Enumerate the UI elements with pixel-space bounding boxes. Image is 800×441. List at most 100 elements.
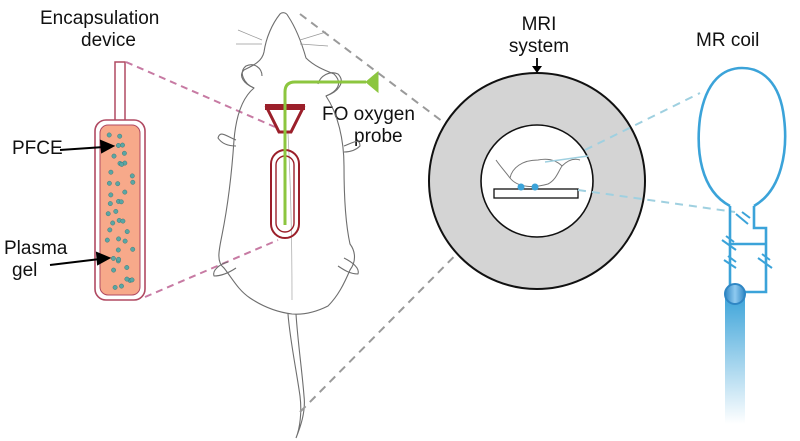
pfce-bead — [111, 255, 116, 261]
pfce-bead — [129, 277, 135, 283]
pfce-bead — [108, 169, 114, 175]
mouse-front-paw-right — [343, 140, 361, 153]
fo-probe-fiber — [283, 80, 366, 225]
pfce-bead — [124, 265, 130, 270]
mri-system-label: MRI system — [495, 14, 583, 58]
plasma-arrow — [49, 258, 101, 266]
pfce-bead — [105, 211, 111, 217]
mr-coil — [697, 66, 787, 294]
mouse-body-outline — [218, 12, 356, 315]
mri-label-arrowhead — [532, 66, 542, 73]
capacitor-1b — [741, 211, 751, 219]
pfce-bead — [104, 237, 110, 243]
mri-mouse-tail — [495, 159, 511, 179]
mouse-hind-paw-right — [337, 257, 359, 275]
mr-coil-circuit — [728, 206, 768, 294]
pfce-bead — [116, 143, 121, 148]
mr-coil-connector — [724, 283, 746, 305]
fo-probe-line2: probe — [354, 126, 403, 147]
mr-coil-capacitors — [721, 211, 773, 269]
plasma-line2: gel — [12, 260, 38, 281]
mri-coil-lead — [544, 155, 589, 163]
mouse-whiskers — [236, 29, 329, 47]
pfce-bead — [122, 238, 128, 244]
device-zoom-lines — [125, 61, 279, 298]
mouse-hind-paw-left — [213, 261, 237, 277]
fo-probe-line1: FO oxygen — [322, 104, 415, 125]
mri-bore-opening — [480, 124, 594, 238]
device-gel-fill — [99, 124, 141, 296]
coil-zoom-line-top — [584, 92, 701, 151]
pfce-bead — [124, 229, 130, 235]
pfce-bead — [117, 133, 123, 139]
capacitor-4b — [761, 253, 771, 261]
pfce-bead — [122, 189, 128, 195]
pfce-bead — [116, 236, 122, 242]
pfce-bead — [119, 161, 125, 167]
pfce-bead — [120, 142, 125, 148]
mr-coil-loop — [697, 66, 787, 208]
pfce-bead — [111, 153, 117, 159]
pfce-bead — [108, 192, 114, 198]
fo-probe-label: FO oxygen probe — [322, 104, 415, 148]
coil-zoom-line-bottom — [577, 189, 736, 213]
pfce-bead — [116, 256, 122, 262]
coil-zoom-lines — [577, 92, 736, 213]
mouse-front-paw-left — [217, 133, 237, 147]
plasma-arrowhead — [95, 251, 112, 266]
label-arrows — [49, 139, 116, 266]
pfce-arrow — [59, 146, 105, 151]
plasma-gel-label: Plasma gel — [4, 238, 67, 282]
plasma-line1: Plasma — [4, 238, 68, 259]
mouse-left-ear — [241, 64, 263, 89]
mouse-sketch — [213, 12, 361, 439]
capacitor-2 — [721, 239, 737, 251]
capacitor-4 — [757, 257, 773, 269]
pfce-bead — [120, 218, 126, 224]
encapsulation-device-label: Encapsulation device — [40, 8, 159, 52]
pfce-bead — [111, 267, 117, 273]
pfce-arrowhead — [99, 139, 116, 154]
mri-zoom-line-bottom — [299, 189, 521, 413]
pfce-bead — [118, 199, 124, 205]
pfce-bead — [115, 247, 121, 253]
capacitor-3 — [723, 259, 737, 269]
pfce-beads — [104, 132, 136, 290]
encapsulation-device — [94, 61, 146, 301]
mri-coil-dot-2 — [531, 183, 539, 191]
zoom-line-top — [125, 61, 276, 128]
capacitor-3b — [727, 255, 737, 263]
mouse-tail — [287, 313, 305, 439]
fo-probe-connector — [365, 70, 379, 94]
pfce-label: PFCE — [12, 138, 63, 159]
mri-line2: system — [508, 36, 570, 57]
zoom-line-bottom — [144, 239, 279, 298]
capacitor-1 — [735, 213, 749, 225]
pfce-bead — [113, 208, 119, 214]
pfce-bead — [107, 201, 113, 207]
mri-line1: MRI — [521, 14, 557, 35]
pfce-bead — [107, 227, 113, 233]
pfce-bead — [124, 276, 130, 282]
device-port — [114, 61, 126, 125]
pfce-bead — [107, 180, 112, 186]
encapsulation-line1: Encapsulation — [40, 8, 160, 29]
pfce-bead — [130, 179, 136, 185]
pfce-bead — [122, 150, 127, 156]
mouse-right-ear — [317, 72, 342, 97]
fo-oxygen-probe — [283, 70, 379, 225]
pfce-bead — [106, 132, 112, 138]
pfce-bead — [129, 173, 135, 179]
pfce-bead — [110, 220, 116, 226]
mr-coil-cable — [725, 294, 745, 424]
pfce-bead — [130, 246, 136, 252]
capacitor-2b — [725, 235, 735, 243]
encapsulation-line2: device — [81, 30, 136, 51]
pfce-bead — [119, 283, 124, 289]
mr-coil-label: MR coil — [696, 30, 760, 51]
mri-system — [428, 58, 646, 290]
pfce-bead — [115, 181, 121, 187]
mri-mouse-head — [561, 158, 581, 167]
